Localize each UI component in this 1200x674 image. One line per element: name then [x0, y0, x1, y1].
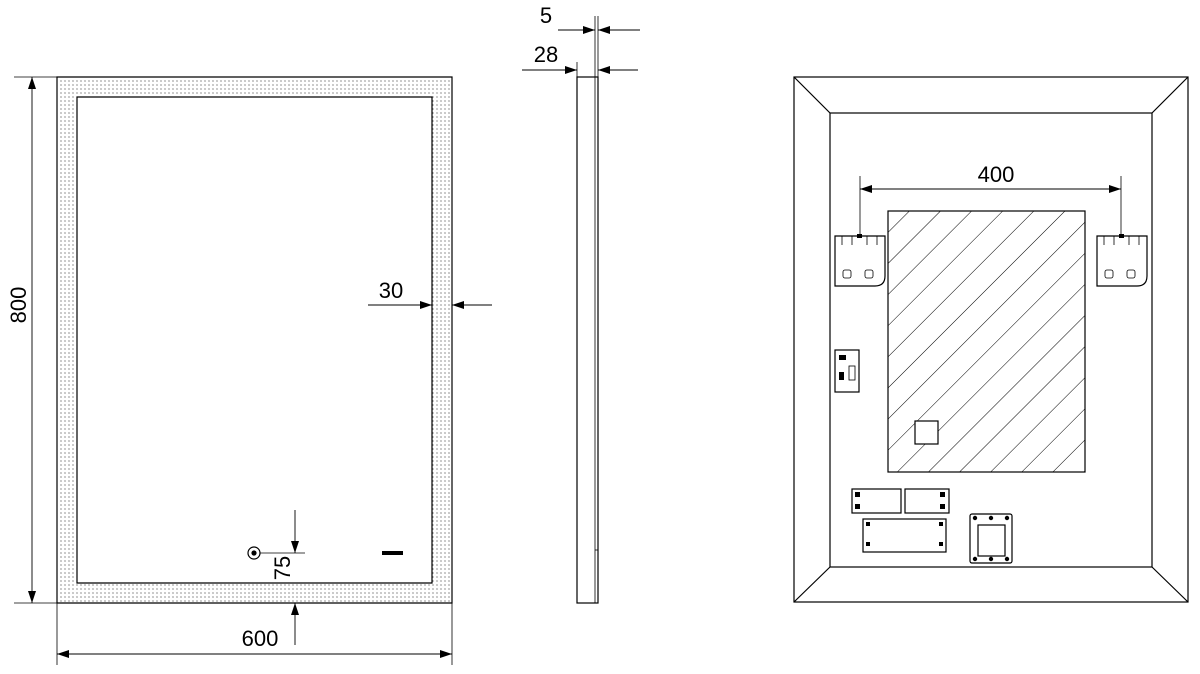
mirror-profile [576, 76, 599, 604]
brand-mark [382, 551, 403, 555]
driver-module-2 [904, 488, 950, 514]
connector-block [834, 349, 860, 393]
glass-thickness-label: 5 [540, 3, 552, 28]
touch-button-icon [247, 546, 261, 560]
hanging-bracket-right [1096, 234, 1148, 287]
height-dimension: 800 [6, 76, 57, 604]
sensor-icon [914, 420, 939, 445]
bracket-spacing-label: 400 [978, 162, 1015, 187]
width-dimension: 600 [56, 603, 453, 665]
power-supply-module [862, 518, 947, 553]
height-label: 800 [6, 287, 31, 324]
rear-inner-panel [829, 112, 1153, 568]
frame-width-dimension: 30 [368, 278, 492, 309]
total-thickness-label: 28 [534, 42, 558, 67]
socket-box [969, 513, 1013, 564]
side-view: 5 28 [522, 3, 640, 604]
led-frame [56, 76, 453, 604]
driver-module-1 [851, 488, 902, 514]
bracket-spacing-dimension: 400 [859, 162, 1122, 236]
button-offset-dimension: 75 [260, 510, 305, 645]
frame-width-label: 30 [379, 278, 403, 303]
button-offset-label: 75 [270, 556, 295, 580]
total-thickness-dimension: 28 [522, 42, 638, 77]
hanging-bracket-left [834, 234, 886, 287]
rear-outer-frame [793, 76, 1189, 603]
front-view: 800 600 30 75 [6, 76, 492, 665]
rear-view: 400 [793, 76, 1189, 603]
width-label: 600 [242, 626, 279, 651]
backing-panel [887, 210, 1086, 473]
